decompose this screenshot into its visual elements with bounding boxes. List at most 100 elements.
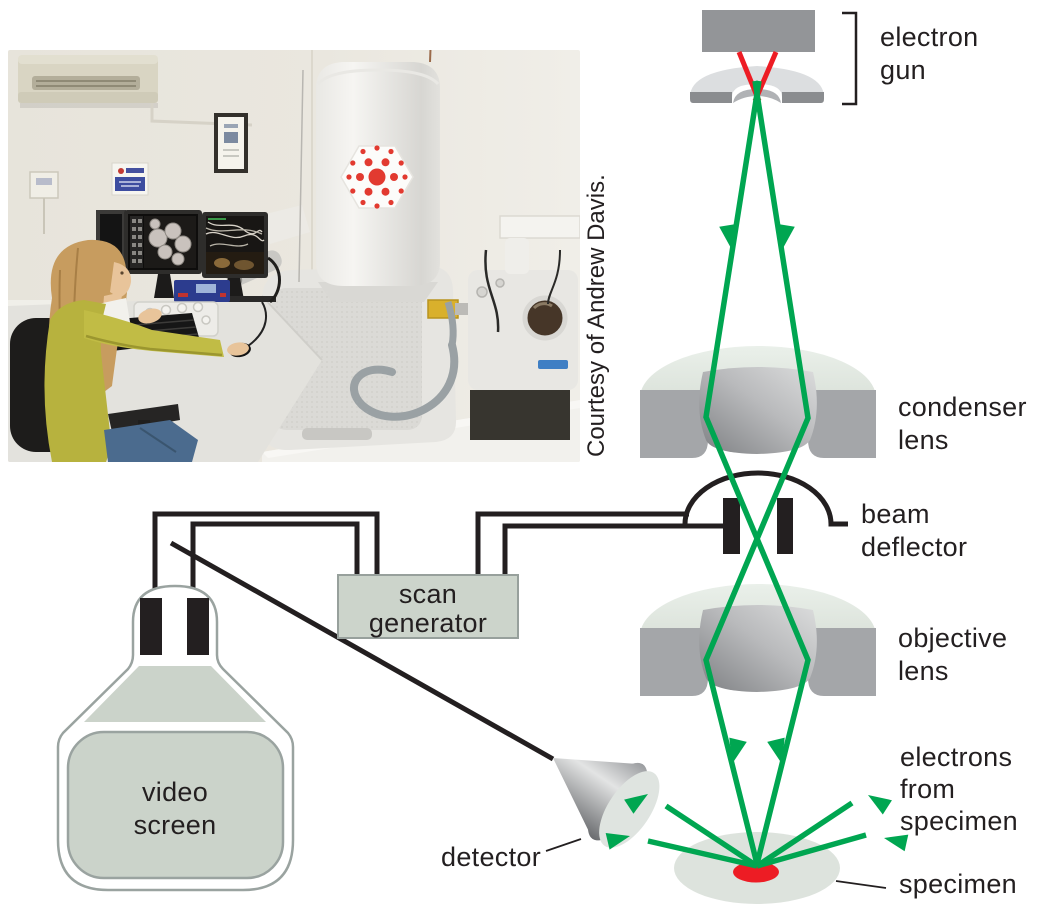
ac-vent <box>32 76 140 90</box>
ac-shadow <box>20 103 158 108</box>
condenser-block-right <box>808 390 876 458</box>
detector-face <box>599 771 660 848</box>
blue-box-display <box>196 284 216 293</box>
electron-gun-block <box>702 10 815 52</box>
right-hand <box>227 342 249 356</box>
hex-dot-sm <box>350 188 356 194</box>
photo-credit: Courtesy of Andrew Davis. <box>583 174 610 457</box>
tower-cap-line <box>316 68 440 86</box>
desk-edge <box>261 295 323 361</box>
sem-cable-loop <box>350 341 459 421</box>
objective-block-left <box>640 628 708 696</box>
hex-dot-sm <box>388 148 394 155</box>
thumb <box>138 259 142 263</box>
left-hand <box>138 308 162 324</box>
label-detector: detector <box>441 842 541 872</box>
scatter-ray <box>756 832 867 869</box>
condenser-block-left <box>640 390 708 458</box>
scatter-arrowhead <box>884 834 909 852</box>
wire-detector-to-crt <box>169 540 555 762</box>
thumb <box>138 227 142 231</box>
apparatus-knob <box>476 286 488 298</box>
hex-dot-sm <box>374 203 380 209</box>
crt-funnel <box>84 666 266 722</box>
scan-generator-box <box>337 574 519 639</box>
scatter-ray <box>755 800 854 869</box>
thumb <box>132 219 136 223</box>
hex-dot-sm <box>402 174 408 180</box>
sem-image-cocci <box>148 218 192 266</box>
sign-blue-band <box>115 177 145 191</box>
monitor-stand <box>154 274 174 298</box>
hex-dot-center <box>368 168 386 186</box>
mouse-cable <box>247 301 268 347</box>
thumb <box>138 251 142 255</box>
sem-image-fibres <box>205 221 265 247</box>
hex-dot <box>356 173 364 181</box>
thumb <box>138 235 142 239</box>
thumb <box>132 251 136 255</box>
sem-body-slot <box>302 428 372 440</box>
scatter-ray <box>647 838 758 869</box>
fibre <box>205 227 263 235</box>
sem-body-front-panel <box>272 288 422 430</box>
label-objective-lens-line2: lens <box>898 656 949 686</box>
operator <box>10 239 249 462</box>
beam-ray-b <box>703 80 811 865</box>
hex-dot-sm <box>360 148 366 155</box>
coccus <box>149 218 161 230</box>
crt-plate-left <box>140 598 162 655</box>
label-electrons-from-specimen-line2: from <box>900 774 955 804</box>
monitor-cable <box>267 256 281 304</box>
sign-logo-dot <box>118 168 124 174</box>
console-knob <box>176 302 188 314</box>
blue-box-label <box>220 293 226 297</box>
hex-dot-sm <box>360 199 366 206</box>
label-beam-deflector-line1: beam <box>861 499 930 529</box>
hex-dot-sm <box>350 160 356 166</box>
photo-wall-rail <box>499 215 580 239</box>
scan-generator-label-line2: generator <box>369 608 487 638</box>
label-condenser-lens-line2: lens <box>898 425 949 455</box>
thumb <box>138 243 142 247</box>
crt-screen <box>66 730 285 880</box>
hex-dot-sm <box>374 145 380 151</box>
right-monitor <box>202 212 281 304</box>
gun-anode-foot-right <box>782 92 824 103</box>
objective-lens <box>640 584 876 696</box>
scan-generator-label-line1: scan <box>399 579 457 609</box>
apparatus-cylinder <box>505 238 529 274</box>
monitor-mount-bar <box>214 296 276 302</box>
cardigan-arm-shade <box>85 334 223 357</box>
photo-wall-box <box>29 171 59 234</box>
detector-leader-line <box>545 838 582 852</box>
sem-tower <box>298 50 440 302</box>
face <box>110 262 132 298</box>
coccus <box>157 244 173 260</box>
thumb <box>132 259 136 263</box>
condenser-bore <box>699 367 817 454</box>
wall-box-label <box>36 178 52 185</box>
video-screen-crt: video screen <box>56 584 295 892</box>
lab-photo <box>8 50 580 462</box>
gun-anode-foot-left <box>690 92 732 103</box>
hex-dot-sm <box>388 199 394 206</box>
label-electron-gun-line1: electron <box>880 22 978 52</box>
objective-bore <box>699 605 817 692</box>
hex-dot <box>390 173 398 181</box>
specimen <box>674 832 840 904</box>
blue-box-label <box>178 293 188 297</box>
diagram-labels: electron gun condenser lens beam deflect… <box>441 22 1026 899</box>
hex-dot <box>381 187 390 196</box>
apparatus-base <box>470 390 570 440</box>
video-screen-label-line2: screen <box>134 810 217 840</box>
label-electrons-from-specimen-line3: specimen <box>900 806 1018 836</box>
eye <box>120 271 124 275</box>
apparatus-cable <box>547 249 561 305</box>
hex-dot <box>381 158 390 167</box>
label-electron-gun-line2: gun <box>880 55 926 85</box>
electron-gun <box>690 10 858 106</box>
fibre <box>205 231 265 242</box>
deflector-plate-right <box>777 498 793 554</box>
